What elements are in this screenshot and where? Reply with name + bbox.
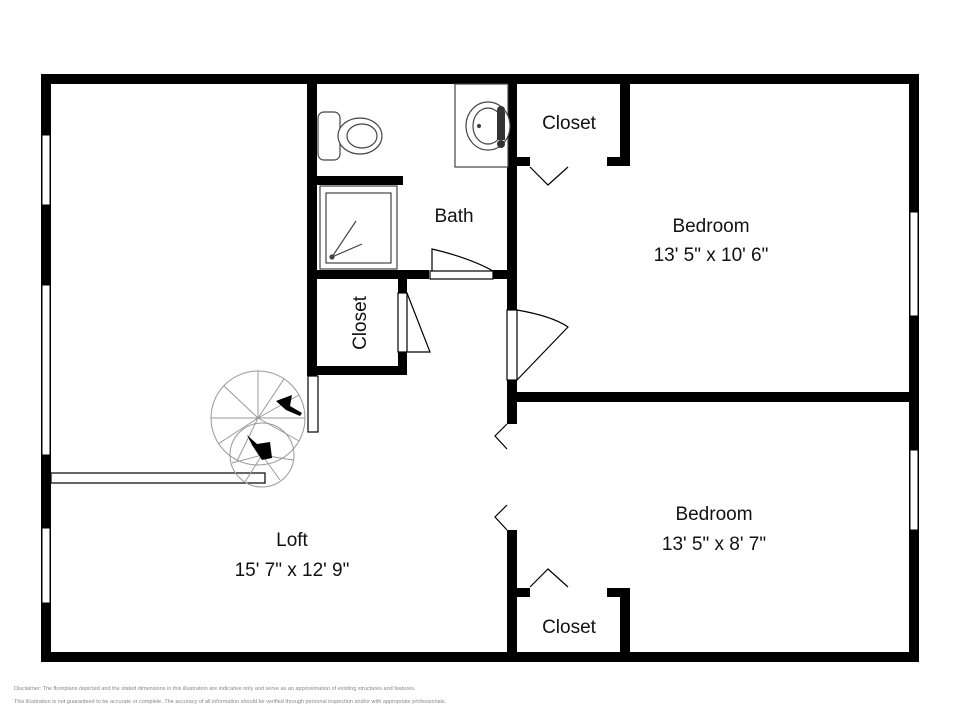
bedroom-bottom-dimensions: 13' 5" x 8' 7" bbox=[662, 534, 766, 555]
bedroom-top-door bbox=[506, 309, 518, 381]
spiral-staircase bbox=[210, 370, 306, 488]
bath-closet-door bbox=[397, 292, 408, 353]
window-left-3 bbox=[41, 527, 51, 604]
disclaimer-line-2: This illustration is not guaranteed to b… bbox=[14, 699, 447, 705]
stair-down-arrow-icon bbox=[247, 435, 272, 460]
window-right-1 bbox=[909, 211, 919, 317]
closet-top-label: Closet bbox=[542, 113, 597, 134]
interior-walls bbox=[307, 84, 919, 662]
doors bbox=[397, 248, 569, 381]
window-right-2 bbox=[909, 449, 919, 531]
bath-label: Bath bbox=[434, 206, 473, 227]
loft-label: Loft bbox=[276, 530, 308, 551]
toilet bbox=[317, 111, 383, 161]
closet-bottom-label: Closet bbox=[542, 617, 597, 638]
bath-closet-door-swing bbox=[406, 292, 431, 353]
stair-wall-stub bbox=[307, 375, 319, 433]
loft-dimensions: 15' 7" x 12' 9" bbox=[235, 560, 350, 581]
sink bbox=[454, 83, 511, 168]
shower bbox=[319, 185, 398, 270]
loft-railing bbox=[50, 472, 266, 484]
bath-door-swing bbox=[431, 248, 494, 272]
window-left-1 bbox=[41, 134, 51, 206]
windows bbox=[41, 134, 919, 604]
stair-arrows bbox=[247, 395, 302, 460]
bedroom-top-door-swing bbox=[516, 309, 569, 381]
disclaimer-line-1: Disclaimer: The floorplans depicted and … bbox=[14, 686, 416, 692]
stair-up-arrow-icon bbox=[276, 395, 302, 416]
bath-door bbox=[429, 270, 494, 280]
window-left-2 bbox=[41, 284, 51, 456]
bedroom-bottom-label: Bedroom bbox=[675, 504, 752, 525]
bedroom-top-label: Bedroom bbox=[672, 216, 749, 237]
bedroom-top-dimensions: 13' 5" x 10' 6" bbox=[654, 245, 769, 266]
closet-bath-label: Closet bbox=[350, 295, 371, 350]
swing-marks bbox=[494, 166, 569, 588]
